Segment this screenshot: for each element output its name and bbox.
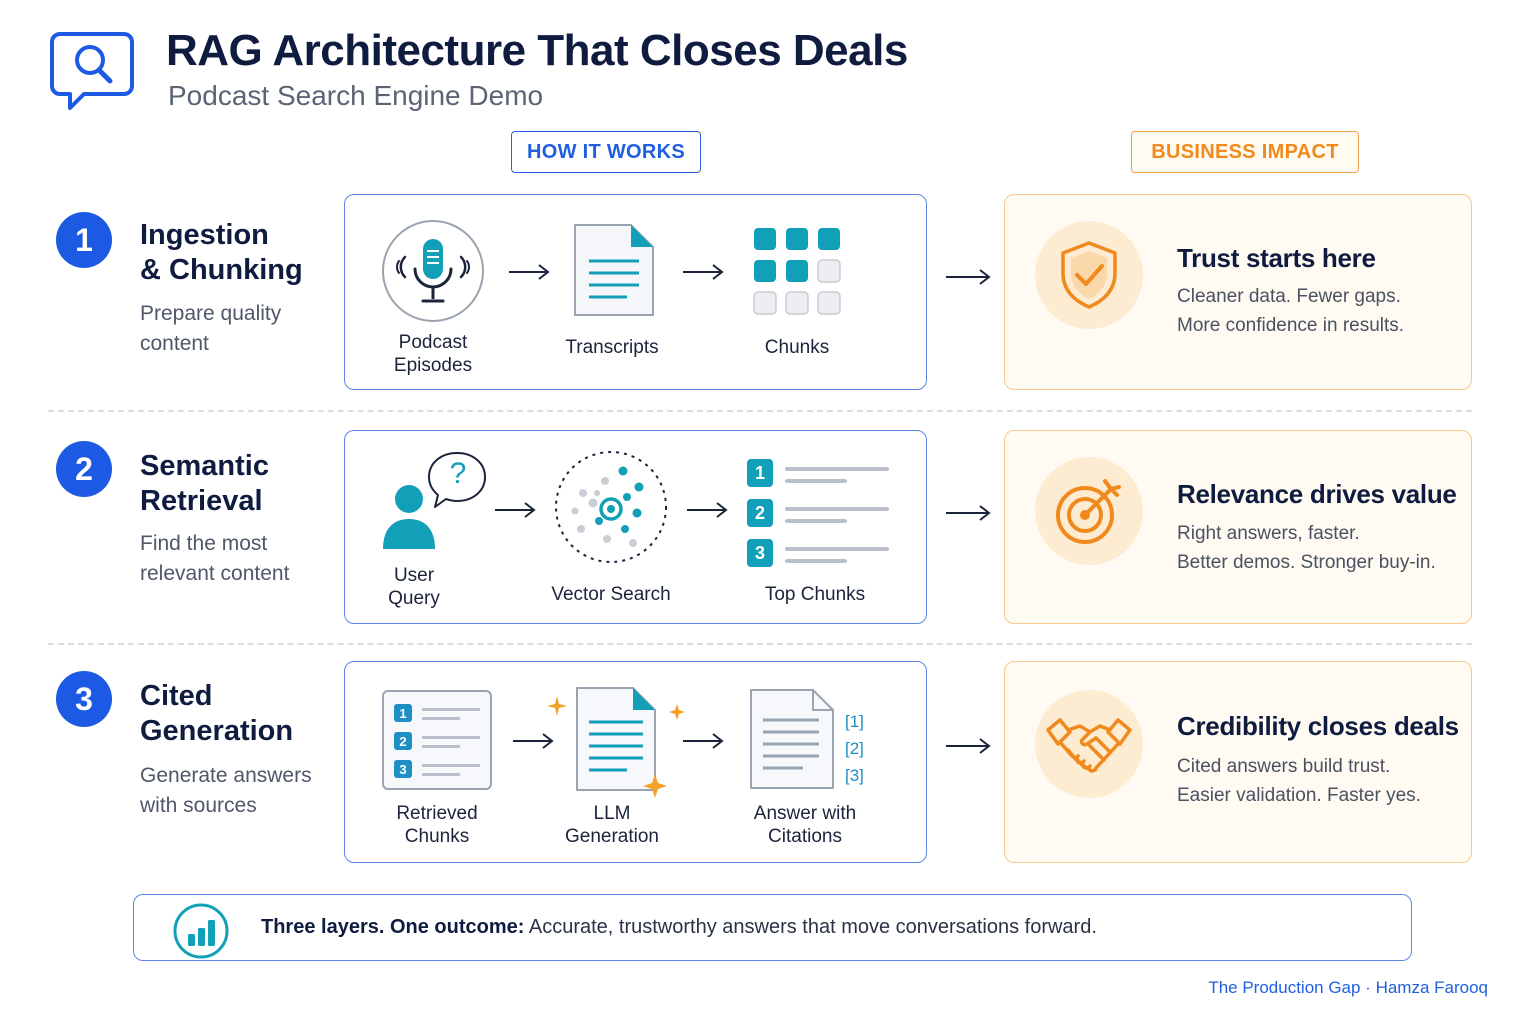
podcast-mic-icon [382,220,484,322]
impact-icon-circle [1035,690,1143,798]
chunk-line [422,708,480,711]
question-mark: ? [449,457,467,490]
rank-badge: 1 [394,704,412,722]
impact-desc-trust: Cleaner data. Fewer gaps. More confidenc… [1177,286,1405,336]
how-panel-ingestion: Podcast Episodes Transcripts Chunks [344,194,927,390]
step-1-badge: 1 [56,212,112,268]
search-chat-logo-icon [50,32,134,110]
impact-panel-trust: Trust starts here Cleaner data. Fewer ga… [1004,194,1472,390]
step-1-description: Prepare quality content [140,302,282,355]
outcome-text: Three layers. One outcome: Accurate, tru… [261,916,1097,939]
row-divider [48,643,1472,645]
chunk-line [785,507,889,511]
chunk-line [422,745,460,748]
arrow-right-icon [946,738,991,754]
page-subtitle: Podcast Search Engine Demo [168,80,544,111]
shield-check-icon [1061,241,1117,309]
arrow-right-icon [946,505,991,521]
handshake-icon [1046,718,1132,773]
arrow-right-icon [509,264,550,280]
step-1-title: Ingestion & Chunking [140,219,303,286]
step-3-description: Generate answers with sources [140,764,312,817]
step-label-podcast-episodes: Podcast Episodes [393,332,473,376]
step-label-vector-search: Vector Search [551,584,671,605]
rank-badge: 3 [747,539,773,567]
step-2-description: Find the most relevant content [140,532,290,585]
impact-icon-circle [1035,221,1143,329]
top-chunks-list: 1 2 3 [747,459,897,571]
arrow-right-icon [946,269,991,285]
retrieved-chunks-card: 1 2 3 [382,690,492,790]
step-label-chunks: Chunks [764,337,830,358]
chunk-line [422,736,480,739]
outcome-body: Accurate, trustworthy answers that move … [524,916,1097,938]
arrow-right-icon [687,502,728,518]
outcome-banner [133,894,1412,961]
chunk-line [785,547,889,551]
impact-title-trust: Trust starts here [1177,243,1376,273]
arrow-right-icon [683,264,724,280]
page-title: RAG Architecture That Closes Deals [166,26,908,75]
impact-panel-credibility: Credibility closes deals Cited answers b… [1004,661,1472,863]
step-label-answer-with-citations: Answer with Citations [753,803,857,847]
citation-marker: [1] [845,712,864,731]
impact-title-credibility: Credibility closes deals [1177,711,1459,741]
impact-panel-relevance: Relevance drives value Right answers, fa… [1004,430,1472,624]
rank-badge: 1 [747,459,773,487]
transcript-document-icon [574,224,654,316]
rank-badge: 2 [747,499,773,527]
how-it-works-label: HOW IT WORKS [511,131,701,173]
chunk-line [422,773,460,776]
impact-icon-circle [1035,457,1143,565]
impact-title-relevance: Relevance drives value [1177,479,1457,509]
bar-chart-icon [173,903,229,959]
impact-desc-relevance: Right answers, faster. Better demos. Str… [1177,523,1436,573]
business-impact-label: BUSINESS IMPACT [1131,131,1359,173]
vector-search-icon [555,451,667,563]
step-3-title: Cited Generation [140,680,294,747]
arrow-right-icon [513,733,554,749]
step-2-badge: 2 [56,441,112,497]
how-panel-generation: 1 2 3 Retrieved Chunks LLM Generation [344,661,927,863]
impact-desc-credibility: Cited answers build trust. Easier valida… [1177,756,1421,806]
chunk-line [785,559,847,563]
chunk-line [785,467,889,471]
outcome-lead: Three layers. One outcome: [261,916,525,938]
how-panel-retrieval: ? User Query Vector Search 1 2 [344,430,927,624]
step-label-top-chunks: Top Chunks [764,584,866,605]
chunk-line [785,479,847,483]
arrow-right-icon [683,733,724,749]
citation-marker: [3] [845,766,864,785]
chunk-line [422,717,460,720]
step-label-user-query: User Query [388,565,440,609]
llm-generation-icon [547,687,685,798]
chunks-grid-icon [753,228,841,315]
arrow-right-icon [495,502,536,518]
rank-badge: 3 [394,760,412,778]
step-label-retrieved-chunks: Retrieved Chunks [396,803,478,847]
chunk-line [785,519,847,523]
row-divider [48,410,1472,412]
user-query-icon [383,452,486,549]
answer-document-icon [750,689,834,789]
citation-marker: [2] [845,739,864,758]
chunk-line [422,764,480,767]
credit-line: The Production Gap · Hamza Farooq [1208,978,1488,997]
target-icon [1056,479,1121,544]
step-label-transcripts: Transcripts [565,337,659,358]
rank-badge: 2 [394,732,412,750]
step-3-badge: 3 [56,671,112,727]
step-label-llm-generation: LLM Generation [564,803,659,847]
step-2-title: Semantic Retrieval [140,450,269,517]
